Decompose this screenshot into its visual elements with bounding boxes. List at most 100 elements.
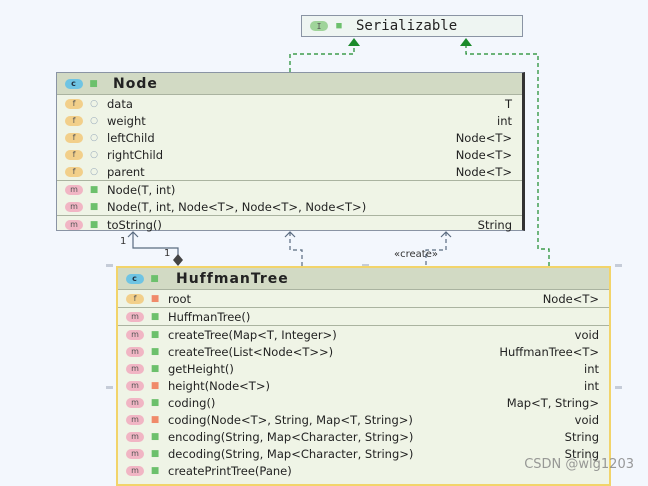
member-name: leftChild	[107, 130, 155, 145]
member-name: parent	[107, 164, 145, 179]
selection-handle[interactable]	[106, 264, 113, 267]
member-type: HuffmanTree<T>	[499, 344, 599, 359]
member-row[interactable]: m ■ decoding(String, Map<Character, String…	[118, 445, 609, 462]
package-icon: ○	[90, 166, 98, 177]
public-icon: ■	[150, 329, 160, 340]
member-name: data	[107, 96, 133, 111]
member-type: Node<T>	[455, 147, 512, 162]
public-icon: ■	[89, 201, 99, 212]
field-icon: f	[65, 166, 83, 177]
selection-handle[interactable]	[615, 264, 622, 267]
member-row[interactable]: m ■ coding() Map<T, String>	[118, 394, 609, 411]
public-icon: ■	[150, 397, 160, 408]
class-icon: c	[65, 78, 83, 89]
member-name: weight	[107, 113, 146, 128]
multiplicity-label: 1	[120, 236, 127, 247]
member-name: createPrintTree(Pane)	[168, 463, 292, 478]
public-icon: ■	[150, 311, 160, 322]
member-row[interactable]: f ○ parent Node<T>	[57, 163, 522, 180]
package-icon: ○	[90, 132, 98, 143]
member-row[interactable]: m■encoding(String, Map<Character, String…	[118, 428, 609, 445]
selection-handle[interactable]	[106, 386, 113, 389]
class-header: c ■ Node	[57, 73, 522, 95]
dependency-create	[425, 232, 447, 266]
arrowhead-node-serializable	[348, 38, 360, 46]
class-serializable[interactable]: I ■ Serializable	[301, 15, 523, 37]
realization-huffman	[465, 44, 550, 266]
member-type: Node<T>	[455, 164, 512, 179]
watermark: CSDN @wlg1203	[524, 457, 634, 472]
member-row[interactable]: m ■ Node(T, int, Node<T>, Node<T>, Node<T>…	[57, 198, 522, 215]
method-icon: m	[126, 363, 144, 374]
field-icon: f	[126, 293, 144, 304]
member-type: Map<T, String>	[506, 395, 599, 410]
class-header: c ■ HuffmanTree	[118, 268, 609, 290]
method-icon: m	[126, 397, 144, 408]
member-name: createTree(Map<T, Integer>)	[168, 327, 337, 342]
member-name: coding(Node<T>, String, Map<T, String>)	[168, 412, 413, 427]
arrowhead-huffman-serializable	[460, 38, 472, 46]
member-row[interactable]: m■coding(Node<T>, String, Map<T, String>…	[118, 411, 609, 428]
field-icon: f	[65, 132, 83, 143]
field-icon: f	[65, 98, 83, 109]
interface-icon: I	[310, 21, 328, 31]
method-icon: m	[126, 346, 144, 357]
member-row[interactable]: m■createPrintTree(Pane)	[118, 462, 609, 479]
member-type: String	[564, 429, 599, 444]
method-icon: m	[126, 448, 144, 459]
method-icon: m	[65, 201, 83, 212]
member-row[interactable]: m ■ HuffmanTree()	[118, 307, 609, 325]
member-row[interactable]: m■toString()String	[57, 215, 522, 233]
member-row[interactable]: m■height(Node<T>)int	[118, 377, 609, 394]
member-name: decoding(String, Map<Character, String>)	[168, 446, 414, 461]
member-row[interactable]: f ○ leftChild Node<T>	[57, 129, 522, 146]
private-lock-icon: ■	[150, 380, 160, 391]
member-row[interactable]: f ○ weight int	[57, 112, 522, 129]
composition-diamond	[173, 254, 183, 266]
member-name: Node(T, int)	[107, 182, 176, 197]
member-name: height(Node<T>)	[168, 378, 270, 393]
member-row[interactable]: m■createTree(List<Node<T>>)HuffmanTree<T…	[118, 343, 609, 360]
class-title: Serializable	[356, 18, 458, 34]
member-name: getHeight()	[168, 361, 234, 376]
member-name: createTree(List<Node<T>>)	[168, 344, 334, 359]
realization-node	[289, 44, 355, 72]
method-icon: m	[65, 184, 83, 195]
member-type: T	[504, 96, 512, 111]
class-icon: c	[126, 273, 144, 284]
public-icon: ■	[150, 273, 160, 284]
public-icon: ■	[336, 21, 342, 31]
member-type: int	[497, 113, 512, 128]
package-icon: ○	[90, 115, 98, 126]
member-name: coding()	[168, 395, 216, 410]
selection-handle[interactable]	[362, 264, 369, 267]
member-type: void	[574, 412, 599, 427]
field-icon: f	[65, 115, 83, 126]
method-icon: m	[126, 329, 144, 340]
member-row[interactable]: m■Node(T, int)	[57, 180, 522, 198]
member-row[interactable]: m■createTree(Map<T, Integer>)void	[118, 325, 609, 343]
member-name: encoding(String, Map<Character, String>)	[168, 429, 414, 444]
method-icon: m	[126, 311, 144, 322]
class-title: Node	[113, 75, 158, 92]
selection-handle[interactable]	[615, 386, 622, 389]
member-name: root	[168, 291, 192, 306]
field-icon: f	[65, 149, 83, 160]
public-icon: ■	[150, 363, 160, 374]
public-icon: ■	[150, 448, 160, 459]
member-row[interactable]: m■getHeight()int	[118, 360, 609, 377]
method-icon: m	[65, 219, 83, 230]
method-icon: m	[126, 380, 144, 391]
method-icon: m	[126, 431, 144, 442]
public-icon: ■	[89, 78, 99, 89]
class-title: HuffmanTree	[176, 270, 289, 287]
member-name: Node(T, int, Node<T>, Node<T>, Node<T>)	[107, 199, 367, 214]
member-name: HuffmanTree()	[168, 309, 251, 324]
member-type: Node<T>	[455, 130, 512, 145]
